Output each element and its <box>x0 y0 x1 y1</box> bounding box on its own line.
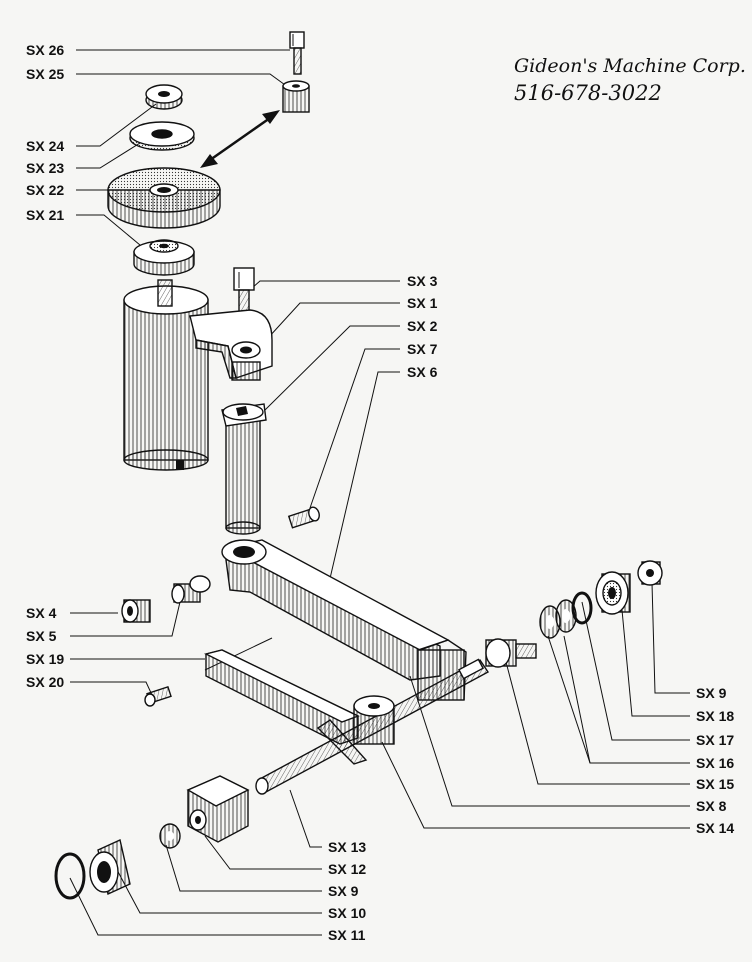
label-sx18: SX 18 <box>696 708 734 724</box>
leader-sx9b <box>165 844 322 892</box>
label-sx23: SX 23 <box>26 160 64 176</box>
part-sx22-grinding-wheel <box>107 167 221 229</box>
label-sx26: SX 26 <box>26 42 64 58</box>
label-sx25: SX 25 <box>26 66 64 82</box>
part-sx17-retaining-ring <box>571 591 593 625</box>
label-sx8: SX 8 <box>696 798 727 814</box>
leader-sx9a <box>651 582 690 694</box>
leader-sx8 <box>409 675 690 807</box>
leader-sx13 <box>289 789 322 848</box>
part-sx14-traveler <box>353 695 395 745</box>
leader-sx7 <box>309 348 400 509</box>
label-sx24: SX 24 <box>26 138 64 154</box>
label-sx9-right: SX 9 <box>696 685 727 701</box>
part-sx21-flange <box>133 239 195 276</box>
leader-sx3 <box>251 280 400 289</box>
company-name: Gideon's Machine Corp. <box>514 55 746 77</box>
label-sx6: SX 6 <box>407 364 438 380</box>
part-sx25-sleeve <box>282 80 310 113</box>
part-sx20-small-screw <box>144 685 172 707</box>
label-sx3: SX 3 <box>407 273 438 289</box>
label-sx19: SX 19 <box>26 651 64 667</box>
label-sx21: SX 21 <box>26 207 64 223</box>
company-phone: 516-678-3022 <box>514 81 662 105</box>
part-sx26-cap-screw <box>289 31 305 75</box>
part-sx24-nut <box>145 84 183 110</box>
label-sx14: SX 14 <box>696 820 734 836</box>
label-sx11: SX 11 <box>328 927 366 943</box>
part-sx15-knob <box>485 638 537 668</box>
part-sx11-ring <box>54 852 86 900</box>
label-sx4: SX 4 <box>26 605 57 621</box>
leader-sx6 <box>324 371 400 601</box>
label-sx7: SX 7 <box>407 341 438 357</box>
label-sx12: SX 12 <box>328 861 366 877</box>
label-sx13: SX 13 <box>328 839 366 855</box>
label-sx1: SX 1 <box>407 295 438 311</box>
part-sx16-washers <box>539 599 577 639</box>
part-sx18-bearing <box>595 571 631 615</box>
label-sx15: SX 15 <box>696 776 734 792</box>
label-sx17: SX 17 <box>696 732 734 748</box>
label-sx16: SX 16 <box>696 755 734 771</box>
part-sx3-cap-screw <box>233 267 255 313</box>
label-sx10: SX 10 <box>328 905 366 921</box>
part-sx9-nut-bottom <box>159 823 181 849</box>
leader-sx11 <box>69 877 322 936</box>
part-sx12-nut-block <box>186 775 250 843</box>
label-sx5: SX 5 <box>26 628 57 644</box>
part-motor-housing <box>123 279 209 471</box>
part-sx5-shoulder-pin <box>171 575 211 604</box>
part-sx10-knurled-sleeve <box>89 839 131 895</box>
leader-sx14 <box>381 741 690 829</box>
label-sx22: SX 22 <box>26 182 64 198</box>
leader-sx16 <box>563 635 690 764</box>
label-sx9-bottom: SX 9 <box>328 883 359 899</box>
leader-sx5 <box>70 601 181 637</box>
label-sx20: SX 20 <box>26 674 64 690</box>
leader-sx1 <box>267 302 400 339</box>
label-sx2: SX 2 <box>407 318 438 334</box>
leader-sx12 <box>204 835 322 870</box>
leader-sx2 <box>264 325 400 411</box>
leader-sx25 <box>76 73 293 91</box>
leader-sx24 <box>76 103 157 147</box>
leader-sx20 <box>70 681 153 696</box>
part-labels: SX 26 SX 25 SX 24 SX 23 SX 22 SX 21 SX 3… <box>26 42 734 943</box>
leader-sx15 <box>505 661 690 785</box>
part-sx7-set-screw <box>287 506 320 529</box>
part-sx23-washer <box>129 121 195 151</box>
part-sx9-nut-right <box>637 560 663 586</box>
double-arrow <box>200 110 280 168</box>
part-sx2-pivot-post <box>221 403 267 535</box>
leader-sx23 <box>76 137 149 169</box>
leader-sx17 <box>581 601 690 741</box>
part-sx4-bushing <box>121 599 151 623</box>
leader-sx18 <box>621 609 690 717</box>
leader-sx16b <box>547 635 591 764</box>
part-sx1-bracket <box>189 309 273 381</box>
leader-sx21 <box>76 214 141 246</box>
